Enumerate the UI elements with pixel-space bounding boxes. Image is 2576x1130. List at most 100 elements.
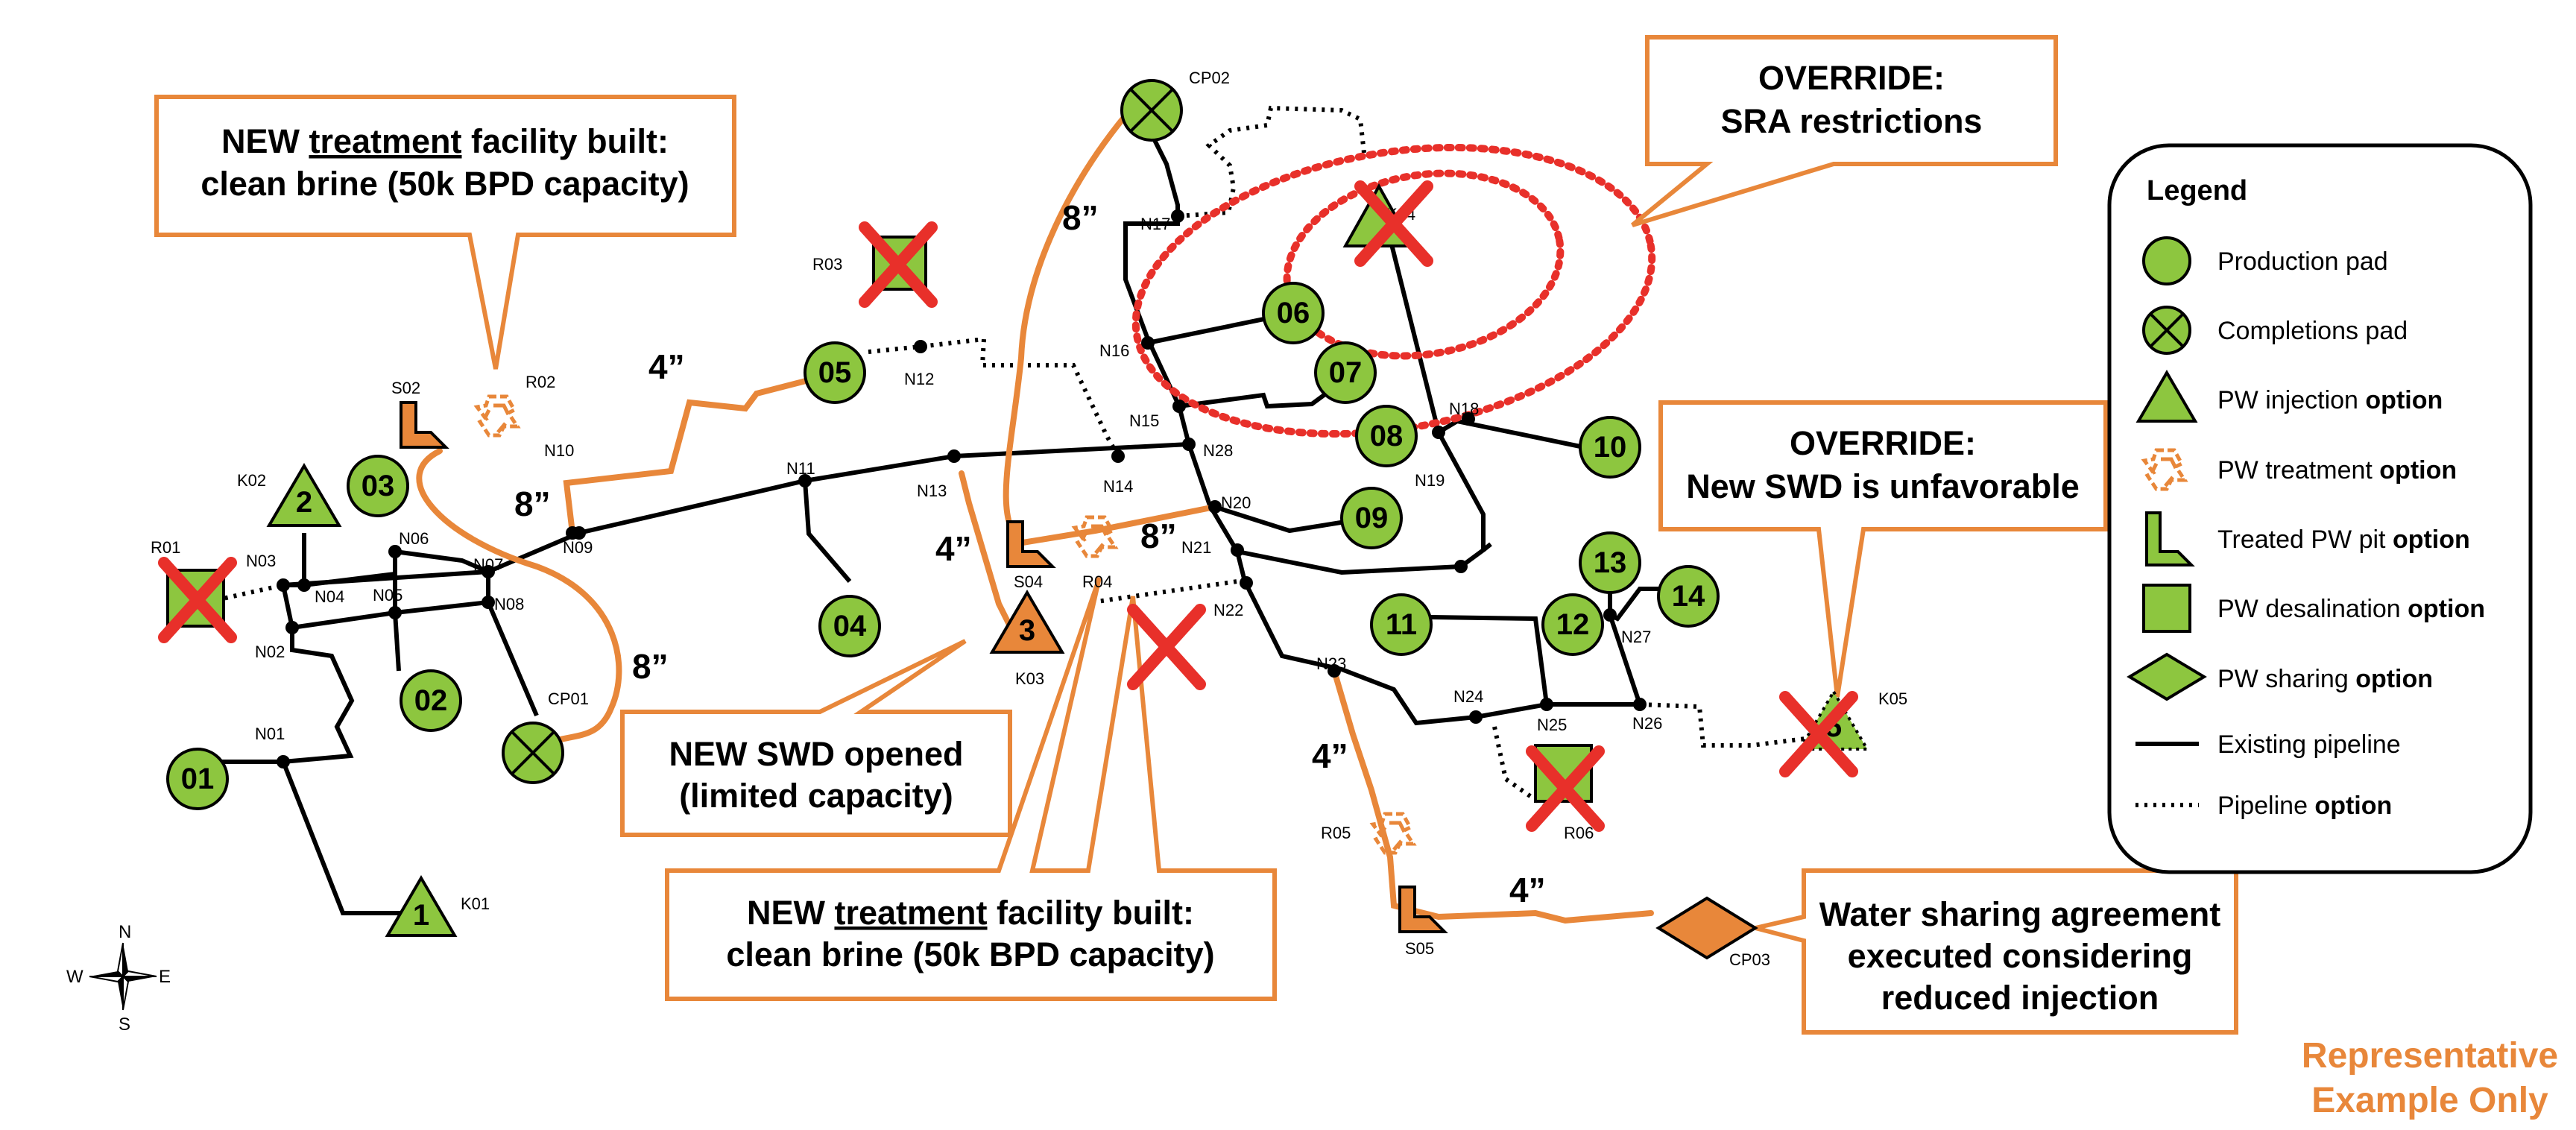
production-pad[interactable]: 07 (1314, 341, 1377, 404)
svg-text:N23: N23 (1316, 654, 1346, 673)
callout-swd-opened: NEW SWD opened (limited capacity) (620, 639, 1012, 837)
callout-override-swd-line1: OVERRIDE: (1790, 424, 1976, 462)
svg-text:N14: N14 (1103, 477, 1133, 496)
svg-text:N06: N06 (399, 529, 429, 548)
production-pad[interactable]: 12 (1541, 593, 1604, 656)
treatment-r02[interactable]: R02 (477, 373, 555, 435)
production-pad[interactable]: 03 (347, 455, 409, 517)
injection-k01[interactable]: 1 K01 (385, 875, 490, 937)
svg-text:N17: N17 (1140, 215, 1170, 233)
svg-text:04: 04 (833, 610, 867, 643)
callout-water-sharing-line1: Water sharing agreement (1819, 895, 2220, 933)
callout-treatment-r02: NEW treatment facility built: clean brin… (154, 95, 736, 370)
legend-item-pw-sharing: PW sharing option (2217, 665, 2433, 693)
svg-text:Example Only: Example Only (2311, 1081, 2548, 1120)
svg-text:N04: N04 (315, 587, 344, 606)
callout-override-sra: OVERRIDE: SRA restrictions (1631, 35, 2058, 227)
svg-text:W: W (66, 967, 83, 987)
legend-item-treated-pit: Treated PW pit option (2217, 525, 2470, 554)
completions-pad-icon (2142, 306, 2191, 355)
svg-text:K05: K05 (1878, 689, 1907, 708)
treatment-r05[interactable]: R05 (1321, 814, 1413, 853)
pipe-size-labels: 8” 4” 8” 8” 4” 8” 4” 4” (514, 198, 1546, 909)
callout-override-sra-line2: SRA restrictions (1721, 102, 1983, 140)
sharing-cp03[interactable]: CP03 (1655, 896, 1770, 969)
callout-swd-opened-line2: (limited capacity) (679, 777, 953, 815)
svg-text:01: 01 (181, 763, 215, 795)
svg-text:CP03: CP03 (1729, 950, 1770, 969)
svg-text:N07: N07 (473, 555, 503, 574)
production-pad[interactable]: 09 (1340, 487, 1403, 549)
production-pad[interactable]: 10 (1579, 416, 1641, 479)
svg-text:R03: R03 (812, 255, 842, 274)
svg-text:03: 03 (362, 470, 395, 502)
svg-text:K02: K02 (237, 471, 266, 490)
svg-text:N09: N09 (563, 538, 593, 557)
svg-text:N22: N22 (1213, 601, 1243, 619)
junction-nodes (277, 209, 1647, 768)
svg-text:Representative: Representative (2302, 1036, 2558, 1076)
legend-item-production-pad: Production pad (2217, 247, 2388, 276)
callout-swd-opened-line1: NEW SWD opened (669, 735, 964, 773)
svg-text:02: 02 (414, 684, 448, 717)
treatment-r04[interactable]: R04 (1075, 517, 1115, 591)
svg-text:8”: 8” (1062, 198, 1099, 237)
callout-override-swd: OVERRIDE: New SWD is unfavorable (1658, 400, 2108, 698)
svg-text:R05: R05 (1321, 824, 1351, 842)
sharing-diamond-icon (2127, 652, 2207, 701)
svg-text:2: 2 (296, 486, 312, 519)
svg-text:R06: R06 (1564, 824, 1594, 842)
svg-text:12: 12 (1556, 608, 1590, 641)
svg-text:N26: N26 (1632, 714, 1662, 733)
production-pad[interactable]: 13 (1579, 531, 1641, 594)
red-x-icon (1133, 610, 1200, 684)
svg-text:N13: N13 (917, 482, 947, 500)
svg-text:S02: S02 (391, 379, 420, 397)
legend-item-pw-desalination: PW desalination option (2217, 595, 2485, 623)
svg-text:14: 14 (1672, 580, 1705, 613)
pit-s05[interactable]: S05 (1398, 886, 1448, 958)
pit-s02[interactable]: S02 (391, 379, 449, 449)
svg-text:05: 05 (818, 356, 852, 389)
svg-text:CP02: CP02 (1189, 69, 1230, 87)
svg-text:4”: 4” (1312, 736, 1348, 775)
node-labels: N01 N02 N03 N04 N05 N06 N07 N08 N09 N10 … (246, 215, 1662, 743)
svg-text:N18: N18 (1449, 400, 1479, 418)
svg-text:N05: N05 (373, 586, 402, 605)
svg-text:N21: N21 (1181, 538, 1211, 557)
svg-text:1: 1 (413, 899, 429, 932)
pit-s04[interactable]: S04 (1006, 520, 1056, 591)
svg-text:CP01: CP01 (548, 689, 589, 708)
production-pad[interactable]: 14 (1657, 565, 1720, 628)
production-pad[interactable]: 08 (1355, 405, 1418, 467)
callout-treatment-r04: NEW treatment facility built: clean brin… (665, 577, 1277, 1001)
production-pad[interactable]: 06 (1262, 282, 1325, 344)
svg-text:N20: N20 (1221, 493, 1251, 512)
svg-text:8”: 8” (514, 484, 551, 523)
production-pad-icon (2142, 236, 2191, 285)
production-pad[interactable]: 05 (804, 341, 866, 404)
completions-pad-cp02[interactable]: CP02 (1120, 69, 1230, 142)
production-pad[interactable]: 04 (818, 595, 881, 657)
callout-override-sra-line1: OVERRIDE: (1758, 59, 1945, 97)
svg-text:4”: 4” (648, 347, 685, 386)
legend: Legend Production pad Completions pad PW… (2107, 143, 2533, 874)
completions-pad-cp01[interactable]: CP01 (502, 689, 589, 784)
svg-text:K01: K01 (461, 894, 490, 913)
svg-text:06: 06 (1277, 297, 1310, 329)
production-pad[interactable]: 11 (1370, 593, 1433, 656)
production-pad[interactable]: 02 (400, 669, 462, 732)
svg-text:3: 3 (1019, 614, 1035, 647)
injection-triangle-icon (2135, 370, 2198, 423)
svg-text:N10: N10 (544, 441, 574, 460)
injection-k03[interactable]: 3 K03 (989, 590, 1065, 688)
legend-item-pw-injection: PW injection option (2217, 386, 2443, 414)
svg-text:S04: S04 (1014, 572, 1043, 591)
callout-water-sharing-line3: reduced injection (1881, 979, 2159, 1017)
production-pad[interactable]: 01 (166, 748, 229, 810)
svg-text:4”: 4” (935, 529, 972, 568)
svg-text:NEW treatment facility built:: NEW treatment facility built: (747, 894, 1194, 932)
svg-text:13: 13 (1594, 546, 1627, 579)
injection-k02[interactable]: 2 K02 (237, 463, 342, 527)
